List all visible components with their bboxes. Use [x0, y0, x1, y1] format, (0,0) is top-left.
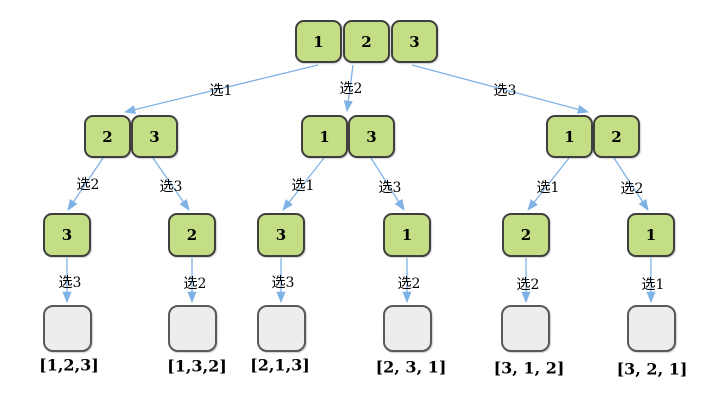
tree-node-cell: 2	[168, 213, 216, 257]
edge-choice-label: 选1	[209, 83, 233, 99]
empty-result-box	[627, 305, 676, 352]
edge-arrow	[527, 157, 570, 211]
edge-arrow	[343, 64, 354, 113]
edge-arrow	[67, 157, 104, 211]
tree-node-cell: 2	[502, 213, 550, 257]
edge-arrow	[123, 64, 319, 114]
tree-node-cell: 2	[593, 115, 640, 158]
edge-choice-label: 选3	[159, 179, 183, 195]
edge-choice-label: 选1	[641, 277, 665, 293]
edge-choice-label: 选2	[339, 81, 363, 97]
tree-node-cell: 1	[383, 213, 431, 257]
permutation-result-label: [3, 2, 1]	[616, 359, 688, 379]
tree-node-cell: 1	[301, 115, 348, 158]
edge-choice-label: 选1	[291, 178, 315, 194]
empty-result-box	[501, 305, 550, 352]
empty-result-box	[383, 305, 432, 352]
edge-arrow	[411, 64, 590, 114]
tree-node-cell: 3	[43, 213, 91, 257]
edge-arrow	[152, 157, 190, 211]
tree-node-cell: 1	[627, 213, 675, 257]
edge-choice-label: 选2	[76, 177, 100, 193]
permutation-result-label: [3, 1, 2]	[493, 358, 565, 378]
tree-node-cell: 1	[546, 115, 593, 158]
permutation-result-label: [1,3,2]	[167, 356, 227, 376]
tree-node-cell: 1	[295, 20, 342, 63]
tree-node-cell: 3	[348, 115, 395, 158]
edge-choice-label: 选1	[536, 180, 560, 196]
empty-result-box	[43, 305, 92, 352]
permutation-result-label: [2, 3, 1]	[375, 357, 447, 377]
edge-choice-label: 选3	[271, 275, 295, 291]
edge-arrow	[370, 157, 405, 211]
permutation-result-label: [1,2,3]	[39, 355, 99, 375]
edge-choice-label: 选2	[516, 277, 540, 293]
tree-node-cell: 3	[391, 20, 438, 63]
empty-result-box	[168, 305, 217, 352]
edge-choice-label: 选3	[378, 180, 402, 196]
edge-arrow	[282, 157, 325, 211]
tree-node-cell: 3	[131, 115, 178, 158]
edge-choice-label: 选2	[183, 276, 207, 292]
permutation-result-label: [2,1,3]	[250, 355, 310, 375]
edge-choice-label: 选3	[493, 83, 517, 99]
tree-node-cell: 2	[343, 20, 390, 63]
edge-choice-label: 选2	[620, 181, 644, 197]
empty-result-box	[257, 305, 306, 352]
edge-choice-label: 选3	[58, 275, 82, 291]
edge-choice-label: 选2	[397, 276, 421, 292]
tree-node-cell: 3	[257, 213, 305, 257]
edge-arrow	[613, 157, 649, 211]
tree-node-cell: 2	[84, 115, 131, 158]
